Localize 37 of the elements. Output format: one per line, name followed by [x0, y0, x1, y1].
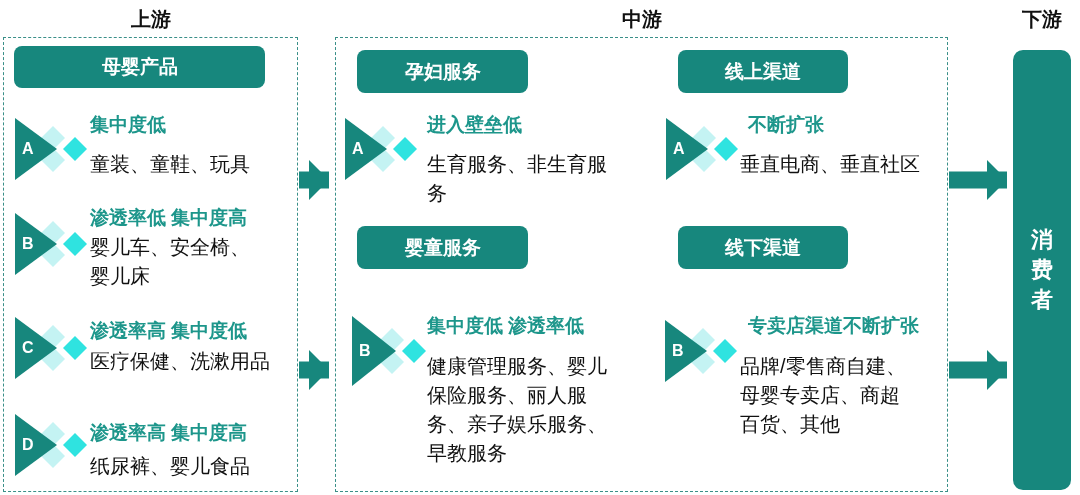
consumer-bar: 消费者: [1013, 50, 1071, 490]
item-heading: 渗透率高 集中度高: [90, 421, 249, 445]
letter-marker: A: [345, 118, 387, 180]
item-heading: 渗透率高 集中度低: [90, 319, 249, 343]
item-heading: 集中度低: [90, 113, 167, 137]
item-heading: 进入壁垒低: [427, 113, 523, 137]
item-text: 医疗保健、洗漱用品: [90, 349, 271, 374]
section-heading: 下游: [1021, 7, 1063, 32]
block-arrow: [299, 160, 329, 200]
item-text: 健康管理服务、婴儿保险服务、丽人服务、亲子娱乐服务、早教服务: [427, 354, 608, 466]
item-text: 纸尿裤、婴儿食品: [90, 454, 251, 479]
item-text: 童装、童鞋、玩具: [90, 152, 251, 177]
item-heading: 不断扩张: [748, 113, 825, 137]
letter-marker: D: [15, 414, 57, 476]
item-text: 垂直电商、垂直社区: [740, 152, 921, 177]
letter-marker: B: [665, 320, 707, 382]
block-arrow: [949, 160, 1007, 200]
category-label: 母婴产品: [14, 46, 265, 88]
letter-marker: B: [15, 213, 57, 275]
letter-marker: A: [666, 118, 708, 180]
letter-marker: A: [15, 118, 57, 180]
category-label: 孕妇服务: [357, 50, 528, 93]
item-text: 生育服务、非生育服务: [427, 152, 608, 206]
section-heading: 中游: [620, 7, 663, 32]
item-text: 婴儿车、安全椅、婴儿床: [90, 235, 251, 289]
category-label: 线上渠道: [678, 50, 848, 93]
item-text: 品牌/零售商自建、母婴专卖店、商超百货、其他: [740, 354, 907, 437]
block-arrow: [299, 350, 329, 390]
category-label: 线下渠道: [678, 226, 848, 269]
block-arrow: [949, 350, 1007, 390]
letter-marker: C: [15, 317, 57, 379]
section-heading: 上游: [129, 7, 172, 32]
category-label: 婴童服务: [357, 226, 528, 269]
letter-marker: B: [352, 316, 396, 386]
item-heading: 集中度低 渗透率低: [427, 314, 586, 338]
item-heading: 专卖店渠道不断扩张: [748, 314, 920, 338]
item-heading: 渗透率低 集中度高: [90, 206, 249, 230]
